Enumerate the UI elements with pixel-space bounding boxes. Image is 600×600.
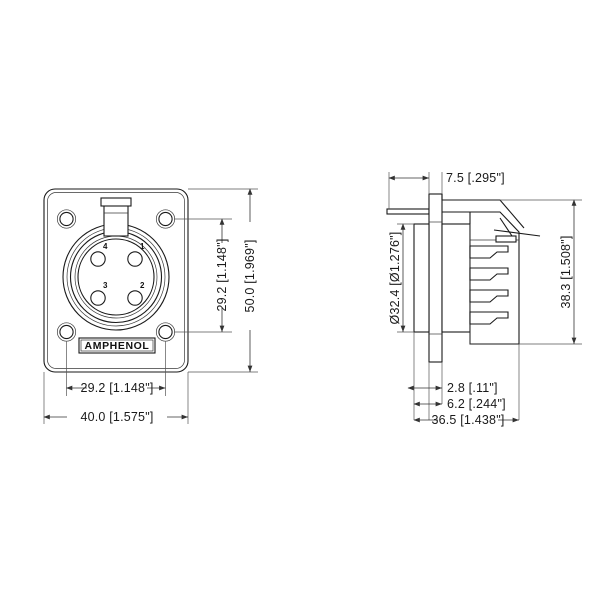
dim-label-side-barrel-diameter: Ø32.4 [Ø1.276"]: [388, 232, 402, 325]
dim-label-front-hole-spacing-vertical: 29.2 [1.148"]: [215, 238, 229, 311]
dim-label-front-height-overall: 50.0 [1.969"]: [243, 239, 257, 312]
pin-socket-1: [127, 251, 143, 267]
dim-label-side-detail-2-8: 2.8 [.11"]: [447, 381, 498, 395]
front-view: 4 1 3 2 AMPHENOL: [43, 188, 189, 373]
dim-side-detail-6-2: 6.2 [.244"]: [413, 397, 506, 411]
pin-number-3: 3: [103, 281, 108, 290]
pin-socket-4: [90, 251, 106, 267]
side-view: [386, 193, 541, 363]
brand-label: AMPHENOL: [85, 340, 150, 352]
dim-front-hole-spacing-vertical: 29.2 [1.148"]: [215, 218, 229, 332]
side-bushing: [413, 223, 430, 333]
front-view-dimensions: 29.2 [1.148"] 40.0 [1.575"] 29.2 [1.148"…: [43, 188, 258, 424]
side-body-front: [441, 223, 471, 333]
dim-label-front-width-overall: 40.0 [1.575"]: [80, 410, 153, 424]
pin-socket-2: [127, 290, 143, 306]
latch-pin: [386, 208, 430, 215]
latch-tab: [100, 197, 132, 237]
pin-number-1: 1: [140, 242, 145, 251]
dim-side-body-height: 38.3 [1.508"]: [559, 199, 577, 344]
dim-side-detail-2-8: 2.8 [.11"]: [407, 381, 498, 395]
dim-side-barrel-diameter: Ø32.4 [Ø1.276"]: [388, 223, 406, 332]
pin-number-4: 4: [103, 242, 108, 251]
dim-front-hole-spacing-horizontal: 29.2 [1.148"]: [65, 381, 166, 395]
side-view-dimensions: 7.5 [.295"] Ø32.4 [Ø1.276"] 38.3 [1.508"…: [388, 171, 582, 427]
dim-label-front-hole-spacing-horizontal: 29.2 [1.148"]: [80, 381, 153, 395]
pin-number-2: 2: [140, 281, 145, 290]
solder-terminals: [469, 245, 509, 325]
dim-label-side-flange-thickness: 7.5 [.295"]: [446, 171, 505, 185]
dim-front-width-overall: 40.0 [1.575"]: [43, 410, 188, 424]
ground-lug: [493, 217, 541, 243]
dim-label-side-detail-6-2: 6.2 [.244"]: [447, 397, 506, 411]
dim-side-flange-thickness: 7.5 [.295"]: [388, 171, 505, 185]
front-flange-outline: [43, 188, 189, 373]
dim-side-overall-depth: 36.5 [1.438"]: [413, 413, 519, 427]
mounting-hole-top-left: [56, 209, 77, 229]
brand-plate: AMPHENOL: [78, 337, 156, 354]
dim-label-side-overall-depth: 36.5 [1.438"]: [431, 413, 504, 427]
side-flange: [428, 193, 443, 363]
pin-socket-3: [90, 290, 106, 306]
barrel-insert-ring: [77, 238, 155, 316]
dim-label-side-body-height: 38.3 [1.508"]: [559, 235, 573, 308]
dim-front-height-overall: 50.0 [1.969"]: [243, 188, 257, 372]
front-flange-inner-edge: [47, 192, 185, 369]
